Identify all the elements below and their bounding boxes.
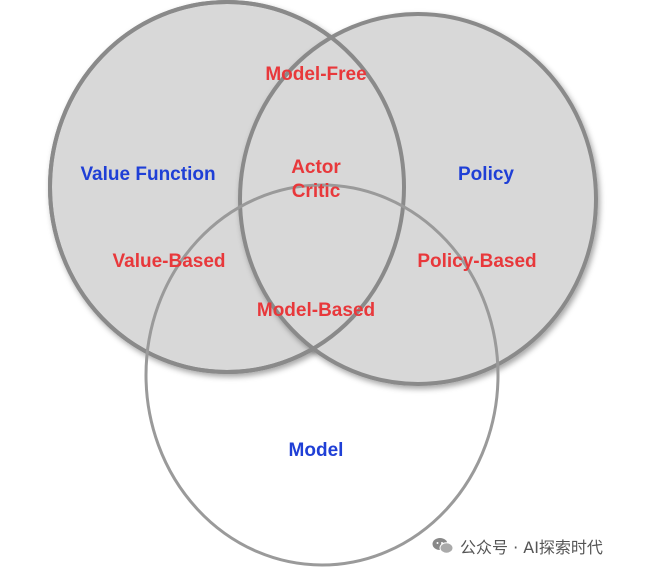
model-free-label: Model-Free [265,64,367,85]
policy-based-label: Policy-Based [417,251,537,272]
model-circle [144,183,500,567]
wechat-icon [432,538,454,554]
policy-circle [238,12,598,386]
watermark: 公众号 · AI探索时代 [432,535,603,557]
model-based-label: Model-Based [256,300,376,321]
actor-label: Actor [291,157,341,178]
value-function-label: Value Function [80,164,216,185]
critic-label: Critic [291,181,341,202]
model-label: Model [288,440,344,461]
watermark-text: 公众号 · AI探索时代 [460,538,603,557]
value-based-label: Value-Based [112,251,226,272]
value-function-circle-outline [48,0,406,374]
policy-label: Policy [458,164,514,185]
